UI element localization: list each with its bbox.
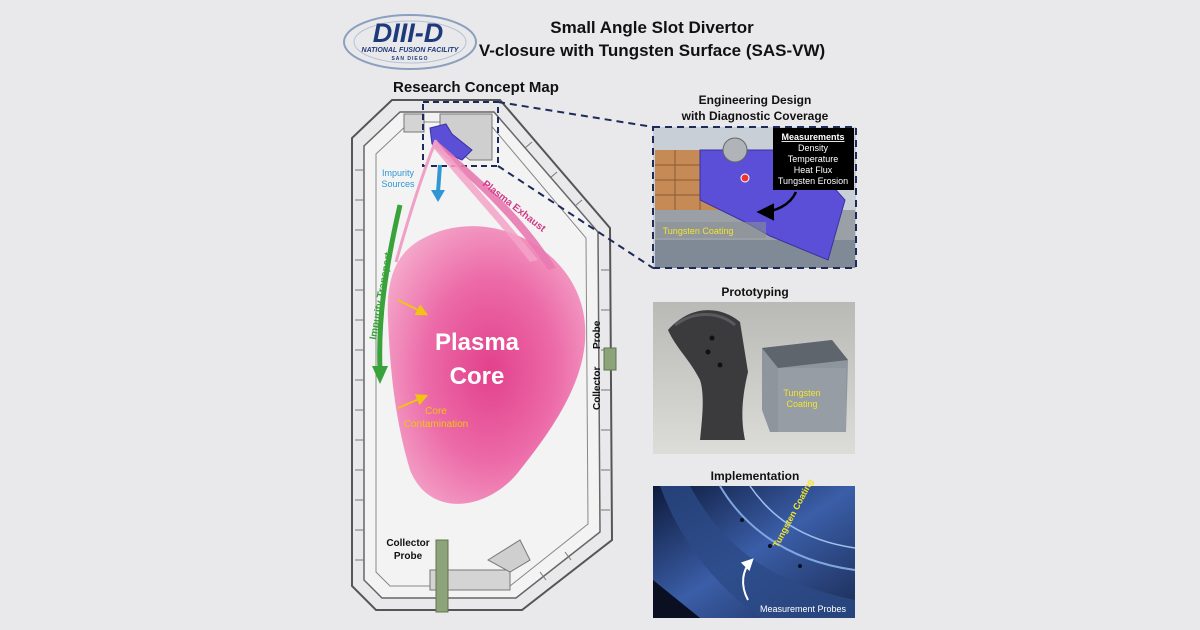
- impurity-sources-arrowhead: [431, 190, 445, 202]
- core-contamination-label-1: Core: [425, 406, 447, 417]
- prototyping-coating-label-1: Tungsten: [783, 388, 820, 398]
- measurement-item-heat-flux: Heat Flux: [794, 165, 833, 175]
- logo-line2: SAN DIEGO: [391, 56, 428, 62]
- measurement-item-tungsten-erosion: Tungsten Erosion: [778, 176, 848, 186]
- core-contamination-arrow-1: [397, 299, 429, 316]
- engineering-frame: [652, 126, 857, 269]
- title-line1: Small Angle Slot Divertor: [550, 18, 754, 37]
- diii-d-logo: DIII-D NATIONAL FUSION FACILITY SAN DIEG…: [343, 14, 477, 70]
- collector-probe-bottom: [435, 539, 449, 613]
- plasma-core-label-1: Plasma: [435, 329, 520, 356]
- collector-probe-bottom-label-1: Collector: [386, 538, 429, 549]
- core-contamination-label-2: Contamination: [404, 419, 468, 430]
- engineering-heading-2: with Diagnostic Coverage: [681, 109, 829, 123]
- core-contamination-arrow-2: [397, 394, 429, 409]
- implementation-image: [653, 485, 856, 618]
- collector-probe-right: [603, 347, 617, 371]
- impurity-transport-arrow: [377, 204, 403, 371]
- prototyping-heading: Prototyping: [721, 285, 788, 299]
- measurement-item-density: Density: [798, 143, 829, 153]
- measurements-title: Measurements: [781, 132, 844, 142]
- highlight-box: [422, 101, 499, 167]
- collector-probe-bottom-label-2: Probe: [394, 551, 423, 562]
- implementation-heading: Implementation: [711, 469, 800, 483]
- collector-probe-right-label-2: Probe: [592, 320, 603, 349]
- impurity-sources-arrow: [436, 164, 442, 193]
- measurement-item-temperature: Temperature: [788, 154, 839, 164]
- plasma-exhaust-fan: [394, 139, 556, 270]
- title-line2: V-closure with Tungsten Surface (SAS-VW): [479, 41, 825, 60]
- plasma-core-label-2: Core: [450, 363, 505, 390]
- collector-probe-right-label-1: Collector: [592, 367, 603, 410]
- plasma-core-shape: [387, 226, 586, 504]
- connector-top: [497, 101, 654, 128]
- logo-name: DIII-D: [373, 18, 444, 48]
- impurity-transport-arrowhead: [372, 366, 388, 384]
- impurity-sources-label-1: Impurity: [382, 168, 415, 178]
- measurement-probes-label: Measurement Probes: [760, 604, 847, 614]
- logo-line1: NATIONAL FUSION FACILITY: [362, 47, 460, 54]
- prototyping-image: [653, 302, 855, 454]
- prototyping-coating-label-2: Coating: [786, 399, 817, 409]
- engineering-heading-1: Engineering Design: [699, 93, 812, 107]
- concept-map-heading: Research Concept Map: [393, 79, 559, 96]
- connector-bottom: [497, 165, 654, 269]
- measurement-probes-arrow: [740, 558, 754, 601]
- impurity-sources-label-2: Sources: [381, 179, 415, 189]
- measurement-pointer-arrow: [756, 191, 798, 221]
- measurements-box: [773, 128, 854, 190]
- engineering-coating-label: Tungsten Coating: [663, 226, 734, 236]
